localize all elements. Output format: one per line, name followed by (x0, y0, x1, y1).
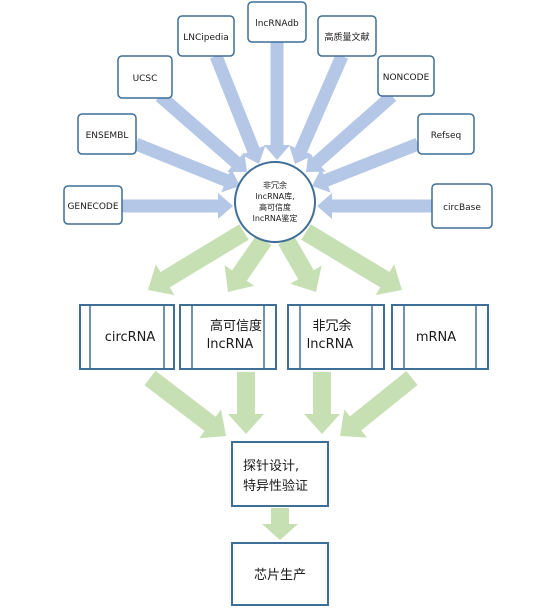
hub-arrow-4 (301, 224, 402, 296)
source-label-genecode: GENECODE (67, 202, 118, 212)
hub-circle: 非冗余 lncRNA库, 高可信度 lncRNA鉴定 (234, 161, 316, 243)
source-arrow-9 (317, 193, 432, 219)
source-arrow-6 (289, 53, 348, 164)
hub-line-3: 高可信度 (259, 202, 291, 212)
hub-arrow-3 (278, 235, 322, 292)
source-box-lncipedia: LNCipedia (177, 15, 235, 57)
source-boxes: GENECODE ENSEMBL UCSC LNCipedia lncRNAdb… (63, 1, 493, 229)
category-arrow-3 (304, 372, 340, 434)
category-box-high-confidence-lncrna: 高可信度 lncRNA (179, 304, 277, 370)
category-label-high-confidence-line1: 高可信度 (210, 318, 262, 334)
source-arrow-3 (155, 91, 247, 172)
source-box-ensembl: ENSEMBL (77, 113, 137, 155)
category-label-nonredundant-line2: lncRNA (307, 337, 354, 352)
source-box-circbase: circBase (431, 183, 493, 229)
hub-arrow-1 (148, 224, 249, 296)
arrows-layer (122, 42, 432, 540)
chip-label: 芯片生产 (254, 568, 306, 583)
source-arrow-7 (306, 91, 397, 172)
category-box-circrna: circRNA (79, 304, 175, 370)
source-label-lncipedia: LNCipedia (183, 33, 229, 43)
hub-line-2: lncRNA库, (255, 191, 294, 201)
source-label-ensembl: ENSEMBL (86, 131, 129, 141)
category-arrow-2 (228, 372, 264, 434)
probe-line-2: 特异性验证 (243, 478, 308, 494)
source-box-genecode: GENECODE (63, 185, 123, 225)
category-label-circrna: circRNA (105, 330, 156, 345)
source-label-refseq: Refseq (431, 131, 462, 141)
category-box-mrna: mRNA (391, 304, 489, 370)
source-label-circbase: circBase (443, 203, 481, 213)
chip-production-box: 芯片生产 (231, 542, 329, 606)
hub-line-4: lncRNA鉴定 (253, 213, 298, 223)
category-arrow-1 (144, 370, 226, 439)
source-arrow-5 (264, 42, 290, 160)
probe-arrow (262, 508, 298, 540)
probe-design-box: 探针设计, 特异性验证 (231, 441, 329, 507)
source-label-literature: 高质量文献 (324, 31, 369, 43)
source-arrow-1 (122, 193, 233, 219)
hub-line-1: 非冗余 (263, 180, 287, 190)
source-label-ucsc: UCSC (133, 74, 158, 84)
category-arrow-4 (340, 371, 418, 438)
source-box-lncrnadb: lncRNAdb (247, 1, 307, 43)
category-label-mrna: mRNA (416, 330, 456, 345)
source-box-ucsc: UCSC (117, 55, 173, 99)
category-label-high-confidence-line2: lncRNA (207, 337, 254, 352)
category-boxes: circRNA 高可信度 lncRNA 非冗余 lncRNA mRNA (79, 304, 489, 370)
hub-arrow-2 (224, 234, 272, 292)
source-label-noncode: NONCODE (383, 73, 430, 83)
probe-line-1: 探针设计, (243, 459, 299, 474)
source-arrow-8 (312, 138, 421, 193)
source-label-lncrnadb: lncRNAdb (255, 19, 299, 29)
source-box-noncode: NONCODE (377, 55, 435, 97)
source-box-literature: 高质量文献 (317, 15, 377, 57)
source-box-refseq: Refseq (417, 113, 475, 155)
source-arrow-4 (210, 53, 266, 164)
source-arrow-2 (133, 138, 240, 193)
category-label-nonredundant-line1: 非冗余 (312, 318, 351, 334)
category-box-nonredundant-lncrna: 非冗余 lncRNA (287, 304, 385, 370)
